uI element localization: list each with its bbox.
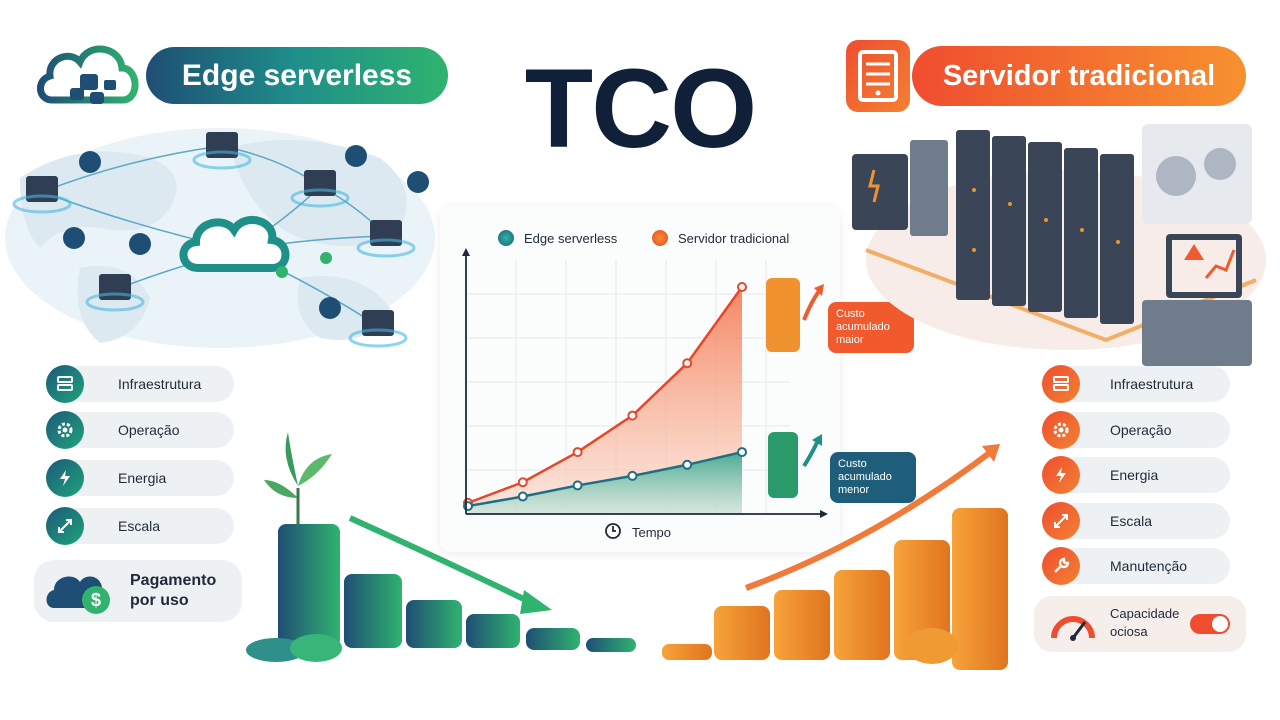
edge-serverless-label: Edge serverless bbox=[181, 58, 413, 92]
gear-icon bbox=[46, 411, 84, 449]
legend-label-edge: Edge serverless bbox=[524, 231, 618, 246]
callout-maior-text: Custo acumulado maior bbox=[836, 308, 890, 346]
cloud-dollar-icon: $ bbox=[44, 570, 114, 616]
expand-arrows-icon bbox=[46, 507, 84, 545]
callout-custo-maior: Custo acumulado maior bbox=[828, 302, 914, 353]
page-title: TCO bbox=[524, 46, 757, 171]
x-axis-label: Tempo bbox=[632, 525, 672, 540]
data-point bbox=[517, 477, 528, 488]
clock-icon bbox=[604, 522, 622, 540]
callout-custo-menor: Custo acumulado menor bbox=[830, 452, 916, 503]
legend-dot-tradicional bbox=[652, 230, 668, 246]
gear-icon bbox=[1042, 411, 1080, 449]
data-point bbox=[627, 410, 638, 421]
left-item-energia: Energia bbox=[46, 459, 234, 497]
right-item-label: Manutenção bbox=[1110, 558, 1188, 574]
chart-coin-stacks bbox=[760, 270, 830, 510]
data-point bbox=[572, 447, 583, 458]
right-item-label: Infraestrutura bbox=[1110, 376, 1194, 392]
decreasing-coin-stacks-illustration bbox=[240, 428, 650, 668]
legend-dot-edge bbox=[498, 230, 514, 246]
right-item-label: Operação bbox=[1110, 422, 1172, 438]
right-item-infraestrutura: Infraestrutura bbox=[1042, 365, 1230, 403]
right-item-energia: Energia bbox=[1042, 456, 1230, 494]
wrench-icon bbox=[1042, 547, 1080, 585]
gauge-icon bbox=[1048, 606, 1098, 642]
left-item-label: Energia bbox=[118, 470, 167, 486]
series-area-1 bbox=[468, 286, 742, 514]
tco-chart-plot bbox=[462, 248, 828, 518]
expand-arrows-icon bbox=[1042, 502, 1080, 540]
idle-capacity-toggle[interactable] bbox=[1190, 614, 1230, 634]
server-rack-icon bbox=[846, 40, 910, 112]
idle-capacity-line1: Capacidade bbox=[1110, 606, 1180, 621]
data-point bbox=[682, 459, 693, 470]
lightning-icon bbox=[46, 459, 84, 497]
left-item-label: Escala bbox=[118, 518, 161, 534]
server-icon bbox=[46, 365, 84, 403]
data-point bbox=[627, 470, 638, 481]
callout-menor-text: Custo acumulado menor bbox=[838, 458, 892, 496]
left-item-label: Infraestrutura bbox=[118, 376, 202, 392]
data-point bbox=[737, 447, 747, 458]
pay-per-use-label-line2: por uso bbox=[130, 592, 189, 609]
lightning-icon bbox=[1042, 456, 1080, 494]
data-point bbox=[682, 358, 693, 369]
pay-per-use-card: $ Pagamento por uso bbox=[34, 560, 242, 622]
toggle-knob bbox=[1212, 616, 1228, 632]
right-item-manutencao: Manutenção bbox=[1042, 547, 1230, 585]
left-item-operacao: Operação bbox=[46, 411, 234, 449]
data-point bbox=[517, 491, 528, 502]
datacenter-illustration bbox=[846, 110, 1276, 370]
right-item-label: Escala bbox=[1110, 513, 1153, 529]
idle-capacity-line2: ociosa bbox=[1110, 624, 1148, 639]
edge-network-map-illustration bbox=[0, 118, 440, 368]
servidor-tradicional-header: Servidor tradicional bbox=[912, 46, 1246, 106]
series-area-0 bbox=[468, 452, 742, 514]
cloud-network-logo-icon bbox=[34, 36, 144, 112]
data-point bbox=[737, 281, 747, 292]
data-point bbox=[572, 480, 583, 491]
left-item-label: Operação bbox=[118, 422, 180, 438]
servidor-tradicional-label: Servidor tradicional bbox=[942, 59, 1216, 92]
pay-per-use-label-line1: Pagamento bbox=[130, 572, 217, 589]
server-icon bbox=[1042, 365, 1080, 403]
right-item-escala: Escala bbox=[1042, 502, 1230, 540]
right-item-label: Energia bbox=[1110, 467, 1159, 483]
left-item-escala: Escala bbox=[46, 507, 234, 545]
increasing-coin-stacks-illustration bbox=[656, 440, 1016, 670]
y-axis-arrow bbox=[462, 248, 470, 256]
idle-capacity-card: Capacidade ociosa bbox=[1034, 596, 1246, 652]
series-line-1 bbox=[467, 286, 744, 505]
svg-text:$: $ bbox=[91, 590, 101, 610]
legend-label-tradicional: Servidor tradicional bbox=[678, 231, 790, 246]
left-item-infraestrutura: Infraestrutura bbox=[46, 365, 234, 403]
x-axis-arrow bbox=[820, 510, 828, 518]
right-item-operacao: Operação bbox=[1042, 411, 1230, 449]
series-line-0 bbox=[467, 450, 743, 508]
edge-serverless-header: Edge serverless bbox=[146, 47, 448, 104]
tco-chart-card: Edge serverless Servidor tradicional Tem… bbox=[440, 206, 840, 552]
